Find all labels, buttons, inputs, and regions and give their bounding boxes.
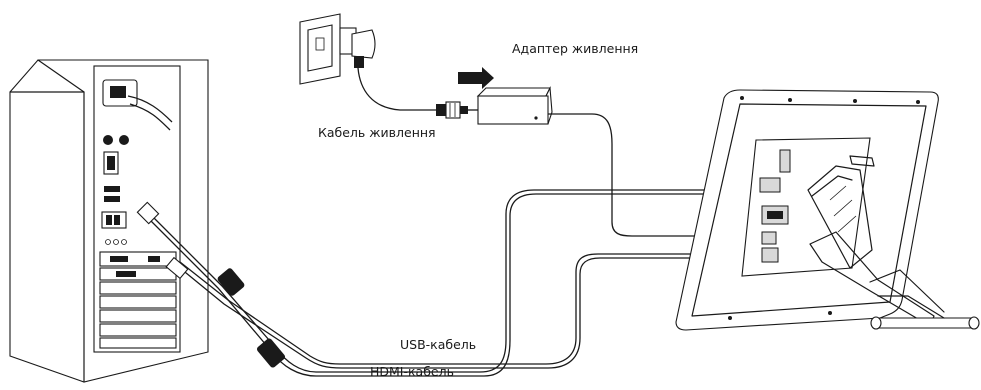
computer-tower (9, 59, 209, 383)
hdmi-ferrite (256, 338, 286, 368)
dc-cable (548, 113, 716, 237)
hdmi-connector-pc (136, 201, 160, 225)
power-adapter (476, 85, 553, 125)
power-cable (357, 67, 436, 111)
power-cable-connector (436, 101, 468, 119)
hdmi-cable-label: HDMI-кабель (370, 364, 454, 379)
usb-cable-label: USB-кабель (400, 337, 477, 352)
tower-rear-panel (93, 65, 181, 353)
pen-display (675, 89, 980, 331)
arrow-icon (458, 67, 494, 89)
hdmi-cable-line (147, 189, 730, 373)
power-inlet-icon (102, 79, 173, 131)
power-cable-label: Кабель живлення (318, 125, 436, 140)
power-adapter-label: Адаптер живлення (512, 41, 639, 56)
display-stand-body (807, 165, 873, 269)
stand-bar (871, 317, 979, 329)
power-plug-icon (339, 27, 376, 68)
usb-connector-pc (165, 256, 189, 280)
wall-outlet (299, 13, 341, 85)
usb-ports-icon (104, 186, 120, 202)
usb-ferrite (217, 268, 245, 296)
audio-port-icon (103, 135, 113, 145)
usb-cable-line (179, 253, 718, 365)
